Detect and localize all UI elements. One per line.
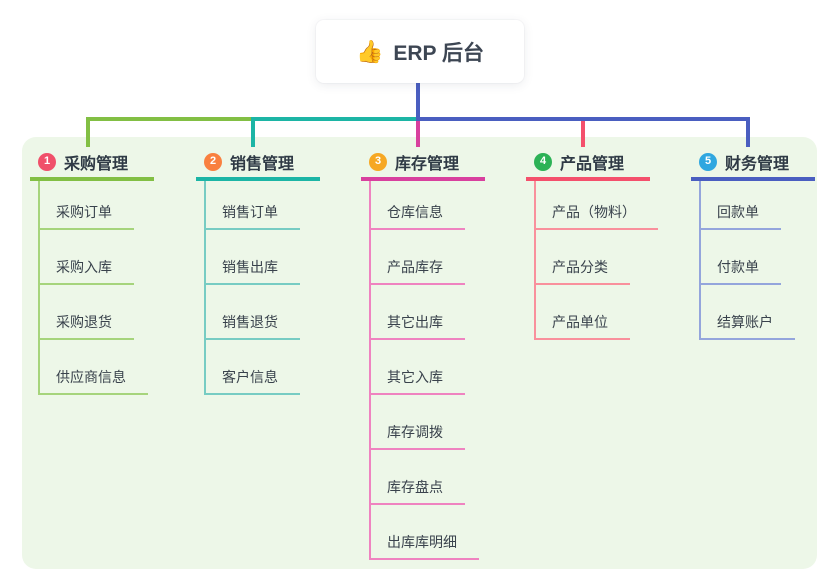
branch-purchase-children: 采购订单 采购入库 采购退货 供应商信息 xyxy=(38,181,148,395)
branch-sales: 2 销售管理 销售订单 销售出库 销售退货 客户信息 xyxy=(196,146,360,395)
node-outbound-detail[interactable]: 出库库明细 xyxy=(371,505,479,560)
connector-sales-horizontal xyxy=(251,117,420,121)
node-settlement-account[interactable]: 结算账户 xyxy=(701,285,795,340)
node-other-inbound[interactable]: 其它入库 xyxy=(371,340,479,395)
connector-sales-drop xyxy=(251,117,255,147)
node-stock-transfer[interactable]: 库存调拨 xyxy=(371,395,479,450)
branch-purchase: 1 采购管理 采购订单 采购入库 采购退货 供应商信息 xyxy=(30,146,194,395)
branch-inventory: 3 库存管理 仓库信息 产品库存 其它出库 其它入库 库存调拨 库存盘点 出库库… xyxy=(361,146,525,560)
branch-finance-children: 回款单 付款单 结算账户 xyxy=(699,181,795,340)
branch-purchase-title: 采购管理 xyxy=(64,155,129,173)
connector-finance-drop xyxy=(746,117,750,147)
branch-product: 4 产品管理 产品（物料） 产品分类 产品单位 xyxy=(526,146,690,340)
connector-root-stem xyxy=(416,83,420,121)
node-supplier-info[interactable]: 供应商信息 xyxy=(40,340,148,395)
node-stock-count[interactable]: 库存盘点 xyxy=(371,450,479,505)
node-sales-outbound[interactable]: 销售出库 xyxy=(206,230,300,285)
badge-2: 2 xyxy=(204,152,222,171)
branch-purchase-header[interactable]: 1 采购管理 xyxy=(30,146,154,181)
branch-inventory-children: 仓库信息 产品库存 其它出库 其它入库 库存调拨 库存盘点 出库库明细 xyxy=(369,181,479,560)
node-payment-order[interactable]: 付款单 xyxy=(701,230,795,285)
root-node-erp[interactable]: 👍 ERP 后台 xyxy=(316,20,524,83)
node-sales-return[interactable]: 销售退货 xyxy=(206,285,300,340)
node-sales-order[interactable]: 销售订单 xyxy=(206,181,300,230)
connector-product-drop xyxy=(581,119,585,147)
branch-finance-header[interactable]: 5 财务管理 xyxy=(691,146,815,181)
node-customer-info[interactable]: 客户信息 xyxy=(206,340,300,395)
thumbs-up-icon: 👍 xyxy=(355,38,384,64)
node-receipt-order[interactable]: 回款单 xyxy=(701,181,795,230)
node-product-material[interactable]: 产品（物料） xyxy=(536,181,658,230)
branch-finance-title: 财务管理 xyxy=(725,155,790,173)
connector-finance-horizontal xyxy=(416,117,750,121)
branch-product-title: 产品管理 xyxy=(560,155,625,173)
node-product-category[interactable]: 产品分类 xyxy=(536,230,658,285)
node-warehouse-info[interactable]: 仓库信息 xyxy=(371,181,479,230)
node-purchase-order[interactable]: 采购订单 xyxy=(40,181,148,230)
connector-inventory-drop xyxy=(416,119,420,147)
branch-inventory-title: 库存管理 xyxy=(395,155,460,173)
branch-product-children: 产品（物料） 产品分类 产品单位 xyxy=(534,181,658,340)
node-product-unit[interactable]: 产品单位 xyxy=(536,285,658,340)
node-purchase-inbound[interactable]: 采购入库 xyxy=(40,230,148,285)
badge-4: 4 xyxy=(534,152,552,171)
node-other-outbound[interactable]: 其它出库 xyxy=(371,285,479,340)
branch-inventory-header[interactable]: 3 库存管理 xyxy=(361,146,485,181)
root-title: ERP 后台 xyxy=(393,41,485,65)
mindmap-background-panel xyxy=(22,137,817,569)
branch-sales-header[interactable]: 2 销售管理 xyxy=(196,146,320,181)
node-purchase-return[interactable]: 采购退货 xyxy=(40,285,148,340)
badge-1: 1 xyxy=(38,152,56,171)
branch-product-header[interactable]: 4 产品管理 xyxy=(526,146,650,181)
branch-sales-title: 销售管理 xyxy=(230,155,295,173)
branch-finance: 5 财务管理 回款单 付款单 结算账户 xyxy=(691,146,839,340)
badge-5: 5 xyxy=(699,152,717,171)
node-product-stock[interactable]: 产品库存 xyxy=(371,230,479,285)
badge-3: 3 xyxy=(369,152,387,171)
connector-purchase-drop xyxy=(86,117,90,147)
branch-sales-children: 销售订单 销售出库 销售退货 客户信息 xyxy=(204,181,300,395)
